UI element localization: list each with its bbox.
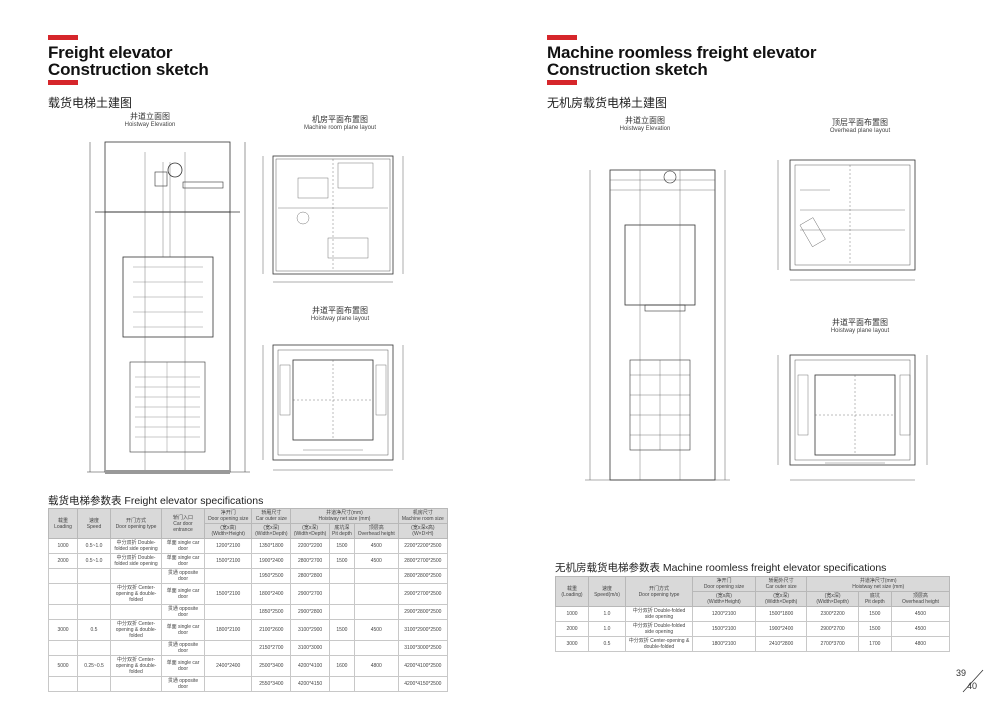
left-title-line2: Construction sketch: [48, 60, 209, 79]
th-sub-wh: (宽x高) (Width×Height): [203, 523, 253, 539]
th-hoistway: 井道净尺寸(mm) Hoistway net size (mm): [290, 508, 399, 524]
page-number-top: 39: [956, 668, 967, 678]
left-title-line1: Freight elevator: [48, 43, 173, 62]
th-r-sub-wd: (宽x深) (Width×Depth): [754, 591, 808, 607]
left-subtitle: 载货电梯土建图: [48, 96, 133, 110]
th-r-hoistway: 井道净尺寸(mm) Hoistway net size (mm): [806, 576, 950, 592]
th-r-car-size: 轿厢外尺寸 Car outer size: [754, 576, 808, 592]
left-hoistway-plane-drawing: [262, 344, 404, 471]
right-accent-bar-bottom: [547, 80, 577, 85]
th-r-speed: 速度 Speed(m/s): [588, 576, 626, 607]
th-speed: 速度 Speed: [77, 508, 111, 539]
right-hoistway-elevation-drawing: [585, 169, 730, 481]
right-title-line1: Machine roomless freight elevator: [547, 43, 817, 62]
right-hoistway-plane-drawing: [777, 354, 928, 481]
left-accent-bar-bottom: [48, 80, 78, 85]
left-hoistway-elevation-drawing: [87, 141, 250, 474]
right-overhead-drawing: [777, 159, 916, 281]
table-row: 贯通 opposite door 1950*2500 2800*2800 280…: [48, 568, 449, 584]
left-accent-bar: [48, 35, 78, 40]
th-machine-room: 机房尺寸 Machine room size: [397, 508, 449, 524]
th-sub-wd: (宽x深) (Width×Depth): [251, 523, 292, 539]
th-car-size: 轿厢尺寸 Car outer size: [251, 508, 292, 524]
th-r-sub-pit: 底坑 Pit depth: [857, 591, 892, 607]
right-table-caption: 无机房载货电梯参数表 Machine roomless freight elev…: [555, 562, 887, 574]
right-subtitle: 无机房载货电梯土建图: [547, 96, 668, 110]
th-sub-overhead: 顶层高 Overhead height: [353, 523, 399, 539]
th-door-size: 净开门 Door opening size: [203, 508, 253, 524]
page-number-divider: [962, 669, 984, 693]
table-row: 贯通 opposite door 1850*2500 2900*2800 290…: [48, 604, 449, 620]
th-sub-mr: (宽x深x高) (W×D×H): [397, 523, 449, 539]
table-row: 贯通 opposite door 2150*2700 3100*3000 310…: [48, 640, 449, 656]
left-machine-room-drawing: [262, 155, 404, 283]
th-sub-pit: 底坑深 Pit depth: [328, 523, 355, 539]
left-table-caption: 载货电梯参数表 Freight elevator specifications: [48, 495, 264, 507]
right-spec-table: 载重 (Loading) 速度 Speed(m/s) 开门方式 Door ope…: [555, 576, 951, 652]
th-r-sub-wh: (宽x高) (Width×Height): [692, 591, 756, 607]
th-r-sub-overhead: 顶层高 Overhead height: [890, 591, 951, 607]
th-r-loading: 载重 (Loading): [555, 576, 589, 607]
th-r-sub-hw: (宽x深) (Width×Depth): [806, 591, 859, 607]
th-loading: 载重 Loading: [48, 508, 78, 539]
th-sub-hw: (宽x深) (Width×Depth): [290, 523, 330, 539]
page-number-bottom: 40: [967, 681, 978, 691]
left-spec-table: 载重 Loading 速度 Speed 开门方式 Door opening ty…: [48, 508, 449, 692]
th-r-door-type: 开门方式 Door opening type: [625, 576, 693, 607]
th-door-type: 开门方式 Door opening type: [110, 508, 162, 539]
th-r-door-size: 净开门 Door opening size: [692, 576, 756, 592]
right-accent-bar: [547, 35, 577, 40]
right-title-line2: Construction sketch: [547, 60, 708, 79]
table-row: 贯通 opposite door 2550*3400 4200*4150 420…: [48, 676, 449, 692]
th-car-door: 轿门入口 Car door entrance: [161, 508, 205, 539]
